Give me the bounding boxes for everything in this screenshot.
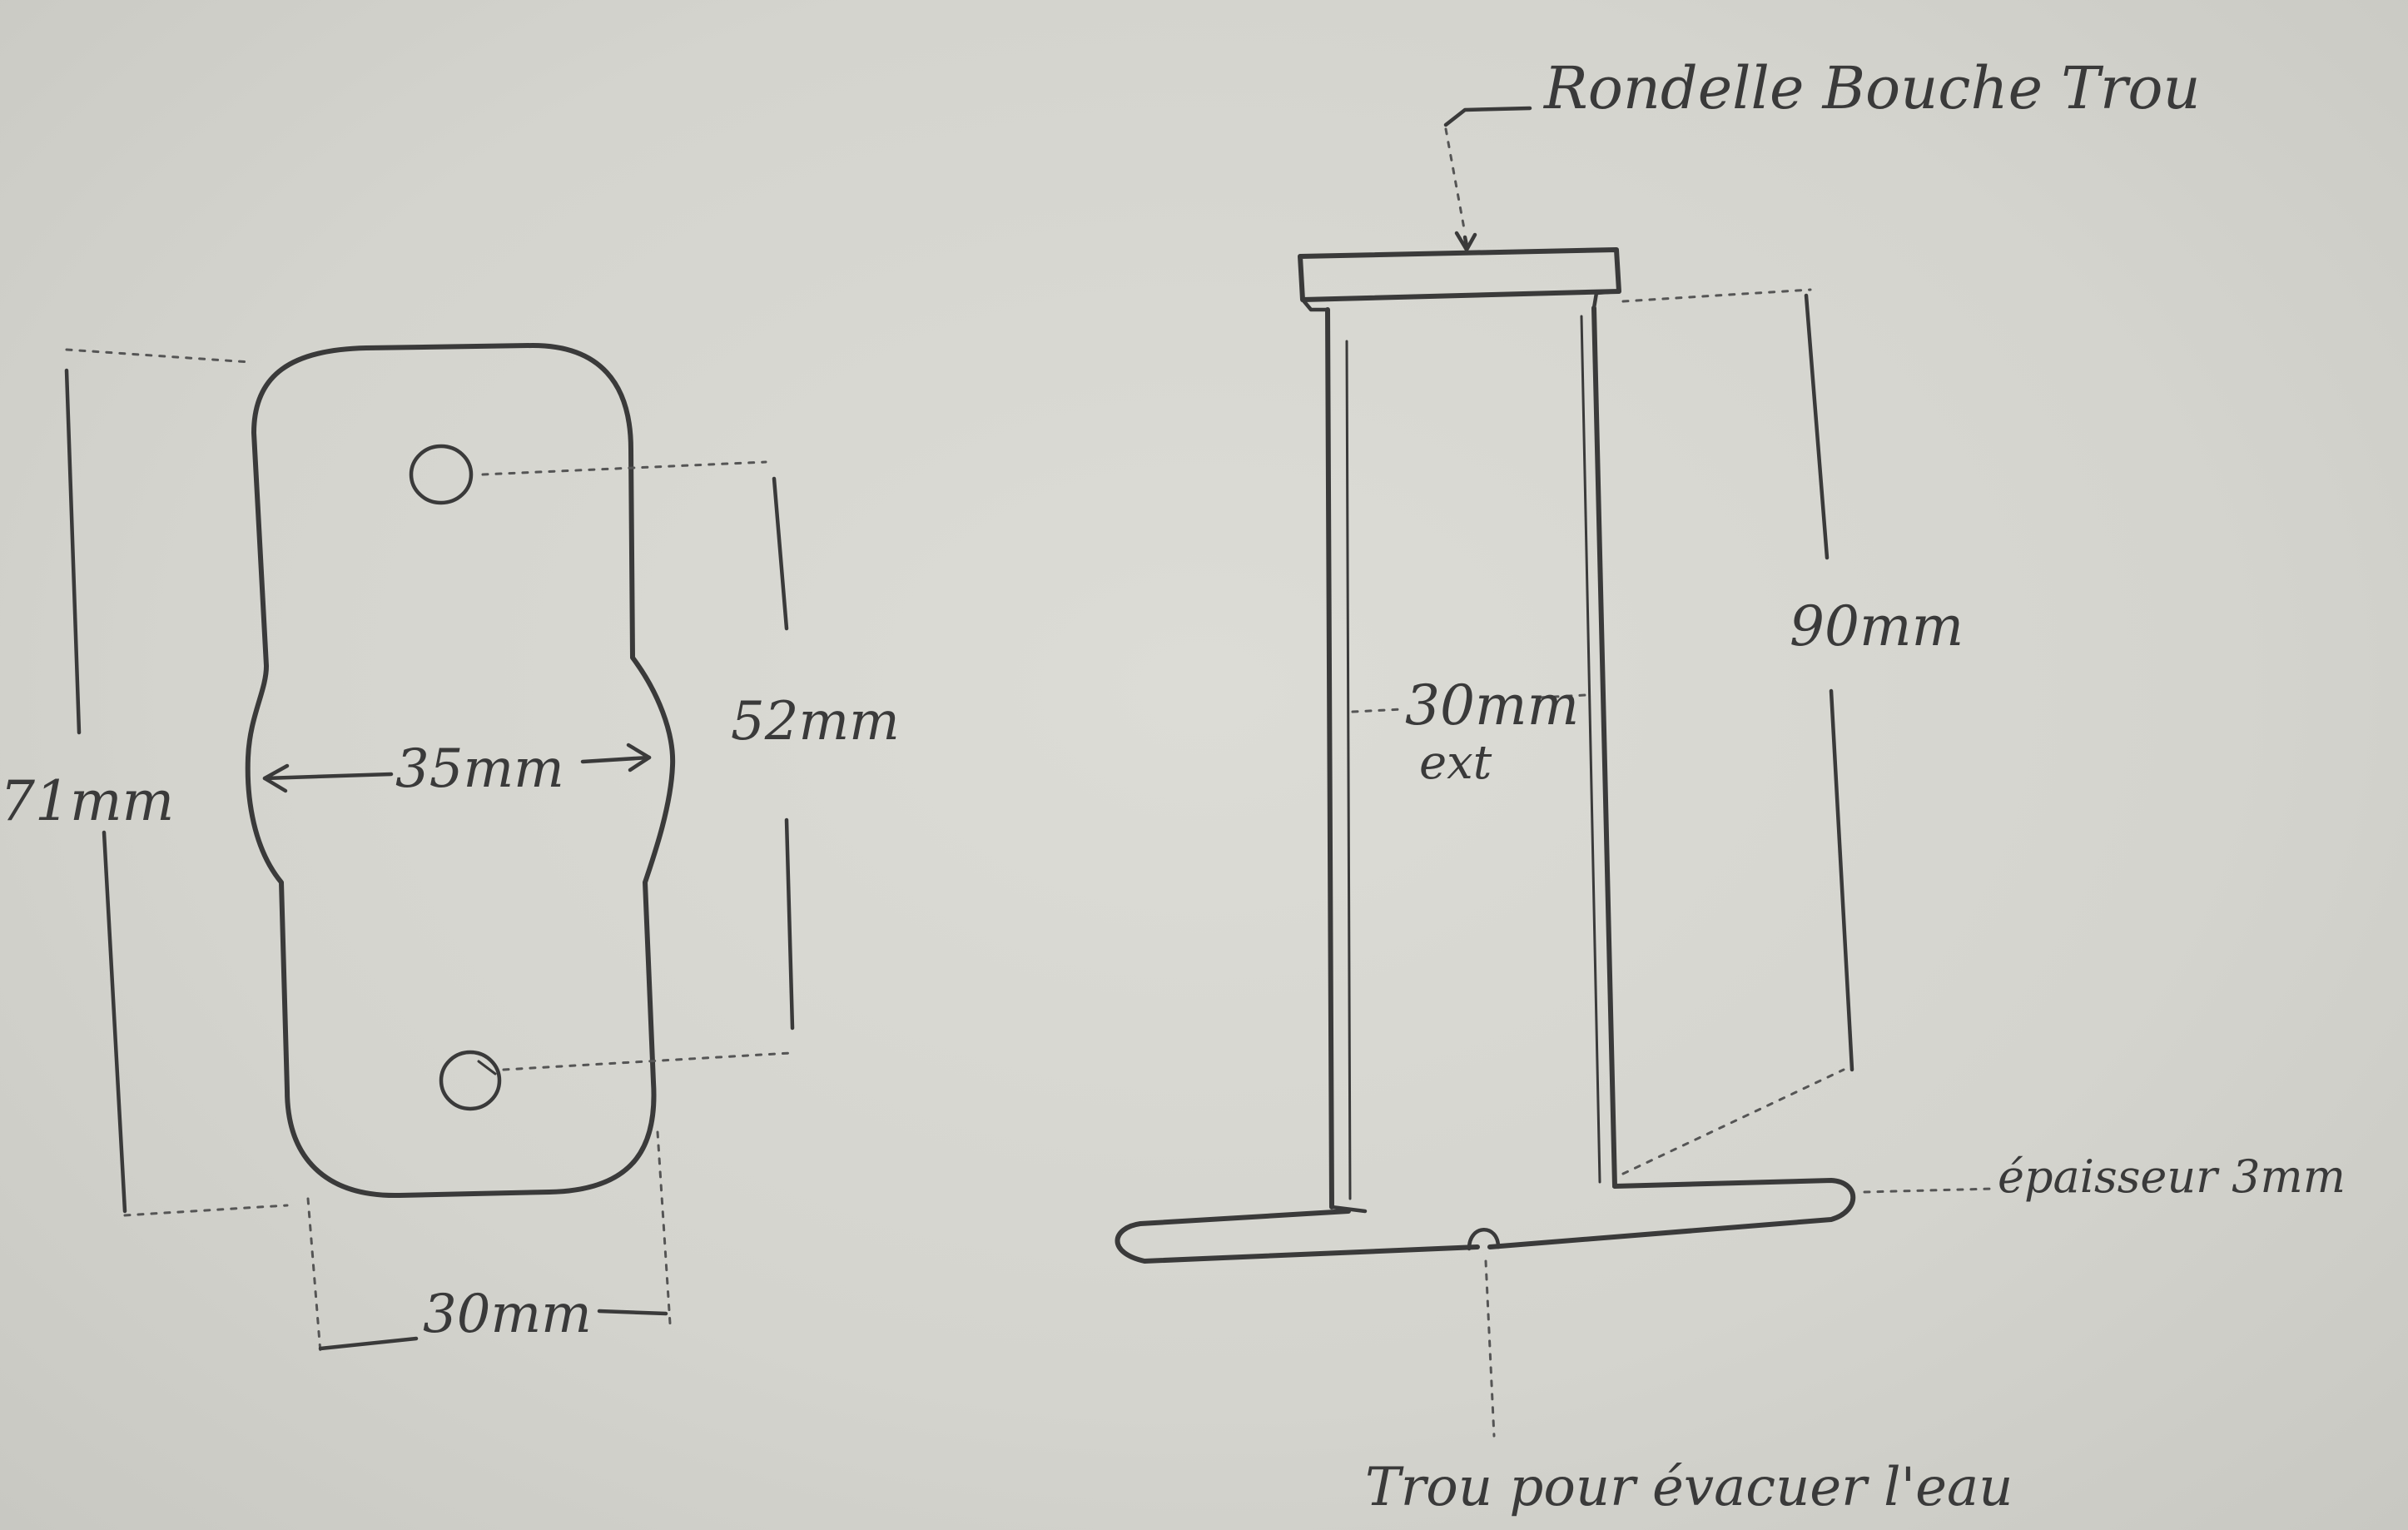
tube-left-inner: [1345, 340, 1352, 1200]
wide-width-label: 35mm: [395, 738, 564, 800]
washer-cap: [1298, 247, 1621, 302]
tube-side-view: [1115, 247, 1856, 1264]
plate-outline: [245, 343, 676, 1199]
dimension-90mm: 90mm: [1621, 288, 1964, 1175]
thickness-callout: épaisseur 3mm: [1863, 1150, 2346, 1203]
washer-callout: Rondelle Bouche Trou: [1443, 54, 2201, 252]
tube-left-wall: [1325, 307, 1334, 1210]
dimension-30mm-plate: 30mm: [306, 1130, 672, 1354]
base-thickness-label: épaisseur 3mm: [1998, 1150, 2346, 1203]
dimension-71mm: 71mm: [0, 348, 289, 1217]
base-joint-left: [1329, 1205, 1368, 1214]
dimension-52mm: 52mm: [481, 460, 900, 1071]
drain-hole-label: Trou pour évacuer l'eau: [1365, 1457, 2013, 1518]
cap-step-right: [1591, 289, 1621, 310]
narrow-width-label: 30mm: [423, 1284, 592, 1345]
total-height-label: 71mm: [0, 769, 174, 833]
tube-diameter-note: ext: [1419, 736, 1492, 790]
base-plate: [1115, 1178, 1856, 1264]
hole-spacing-label: 52mm: [731, 691, 900, 753]
tube-right-wall: [1591, 306, 1617, 1189]
dimension-35mm: 35mm: [262, 738, 652, 800]
washer-label: Rondelle Bouche Trou: [1542, 54, 2201, 122]
tube-right-inner: [1580, 315, 1601, 1184]
bottom-hole: [439, 1050, 502, 1111]
top-hole: [409, 444, 474, 505]
hole-mark: [477, 1060, 497, 1075]
tube-diameter-label: 30mm: [1405, 673, 1579, 738]
cap-step-left: [1300, 297, 1330, 312]
drain-hole: [1467, 1228, 1501, 1251]
tube-height-label: 90mm: [1790, 594, 1964, 658]
dimension-30mm-tube: 30mm ext: [1351, 673, 1587, 790]
plate-top-view: [245, 343, 676, 1199]
drain-callout: Trou pour évacuer l'eau: [1365, 1259, 2013, 1518]
